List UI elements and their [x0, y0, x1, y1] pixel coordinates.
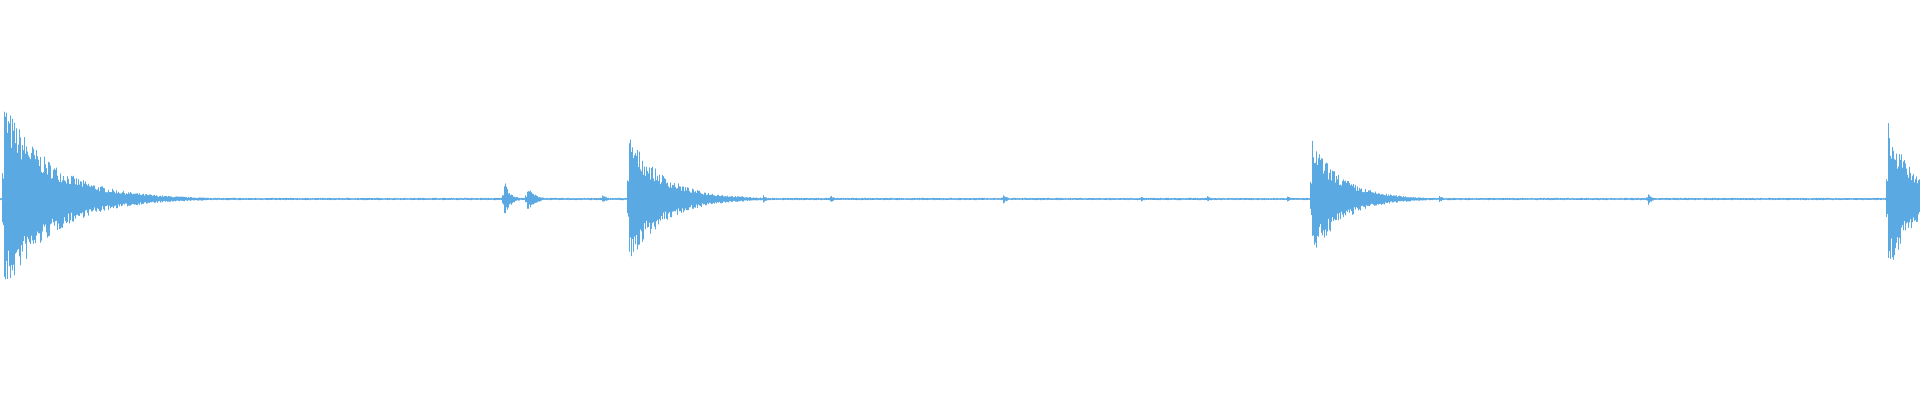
waveform-path — [0, 111, 1920, 280]
waveform-bars — [0, 111, 1920, 280]
